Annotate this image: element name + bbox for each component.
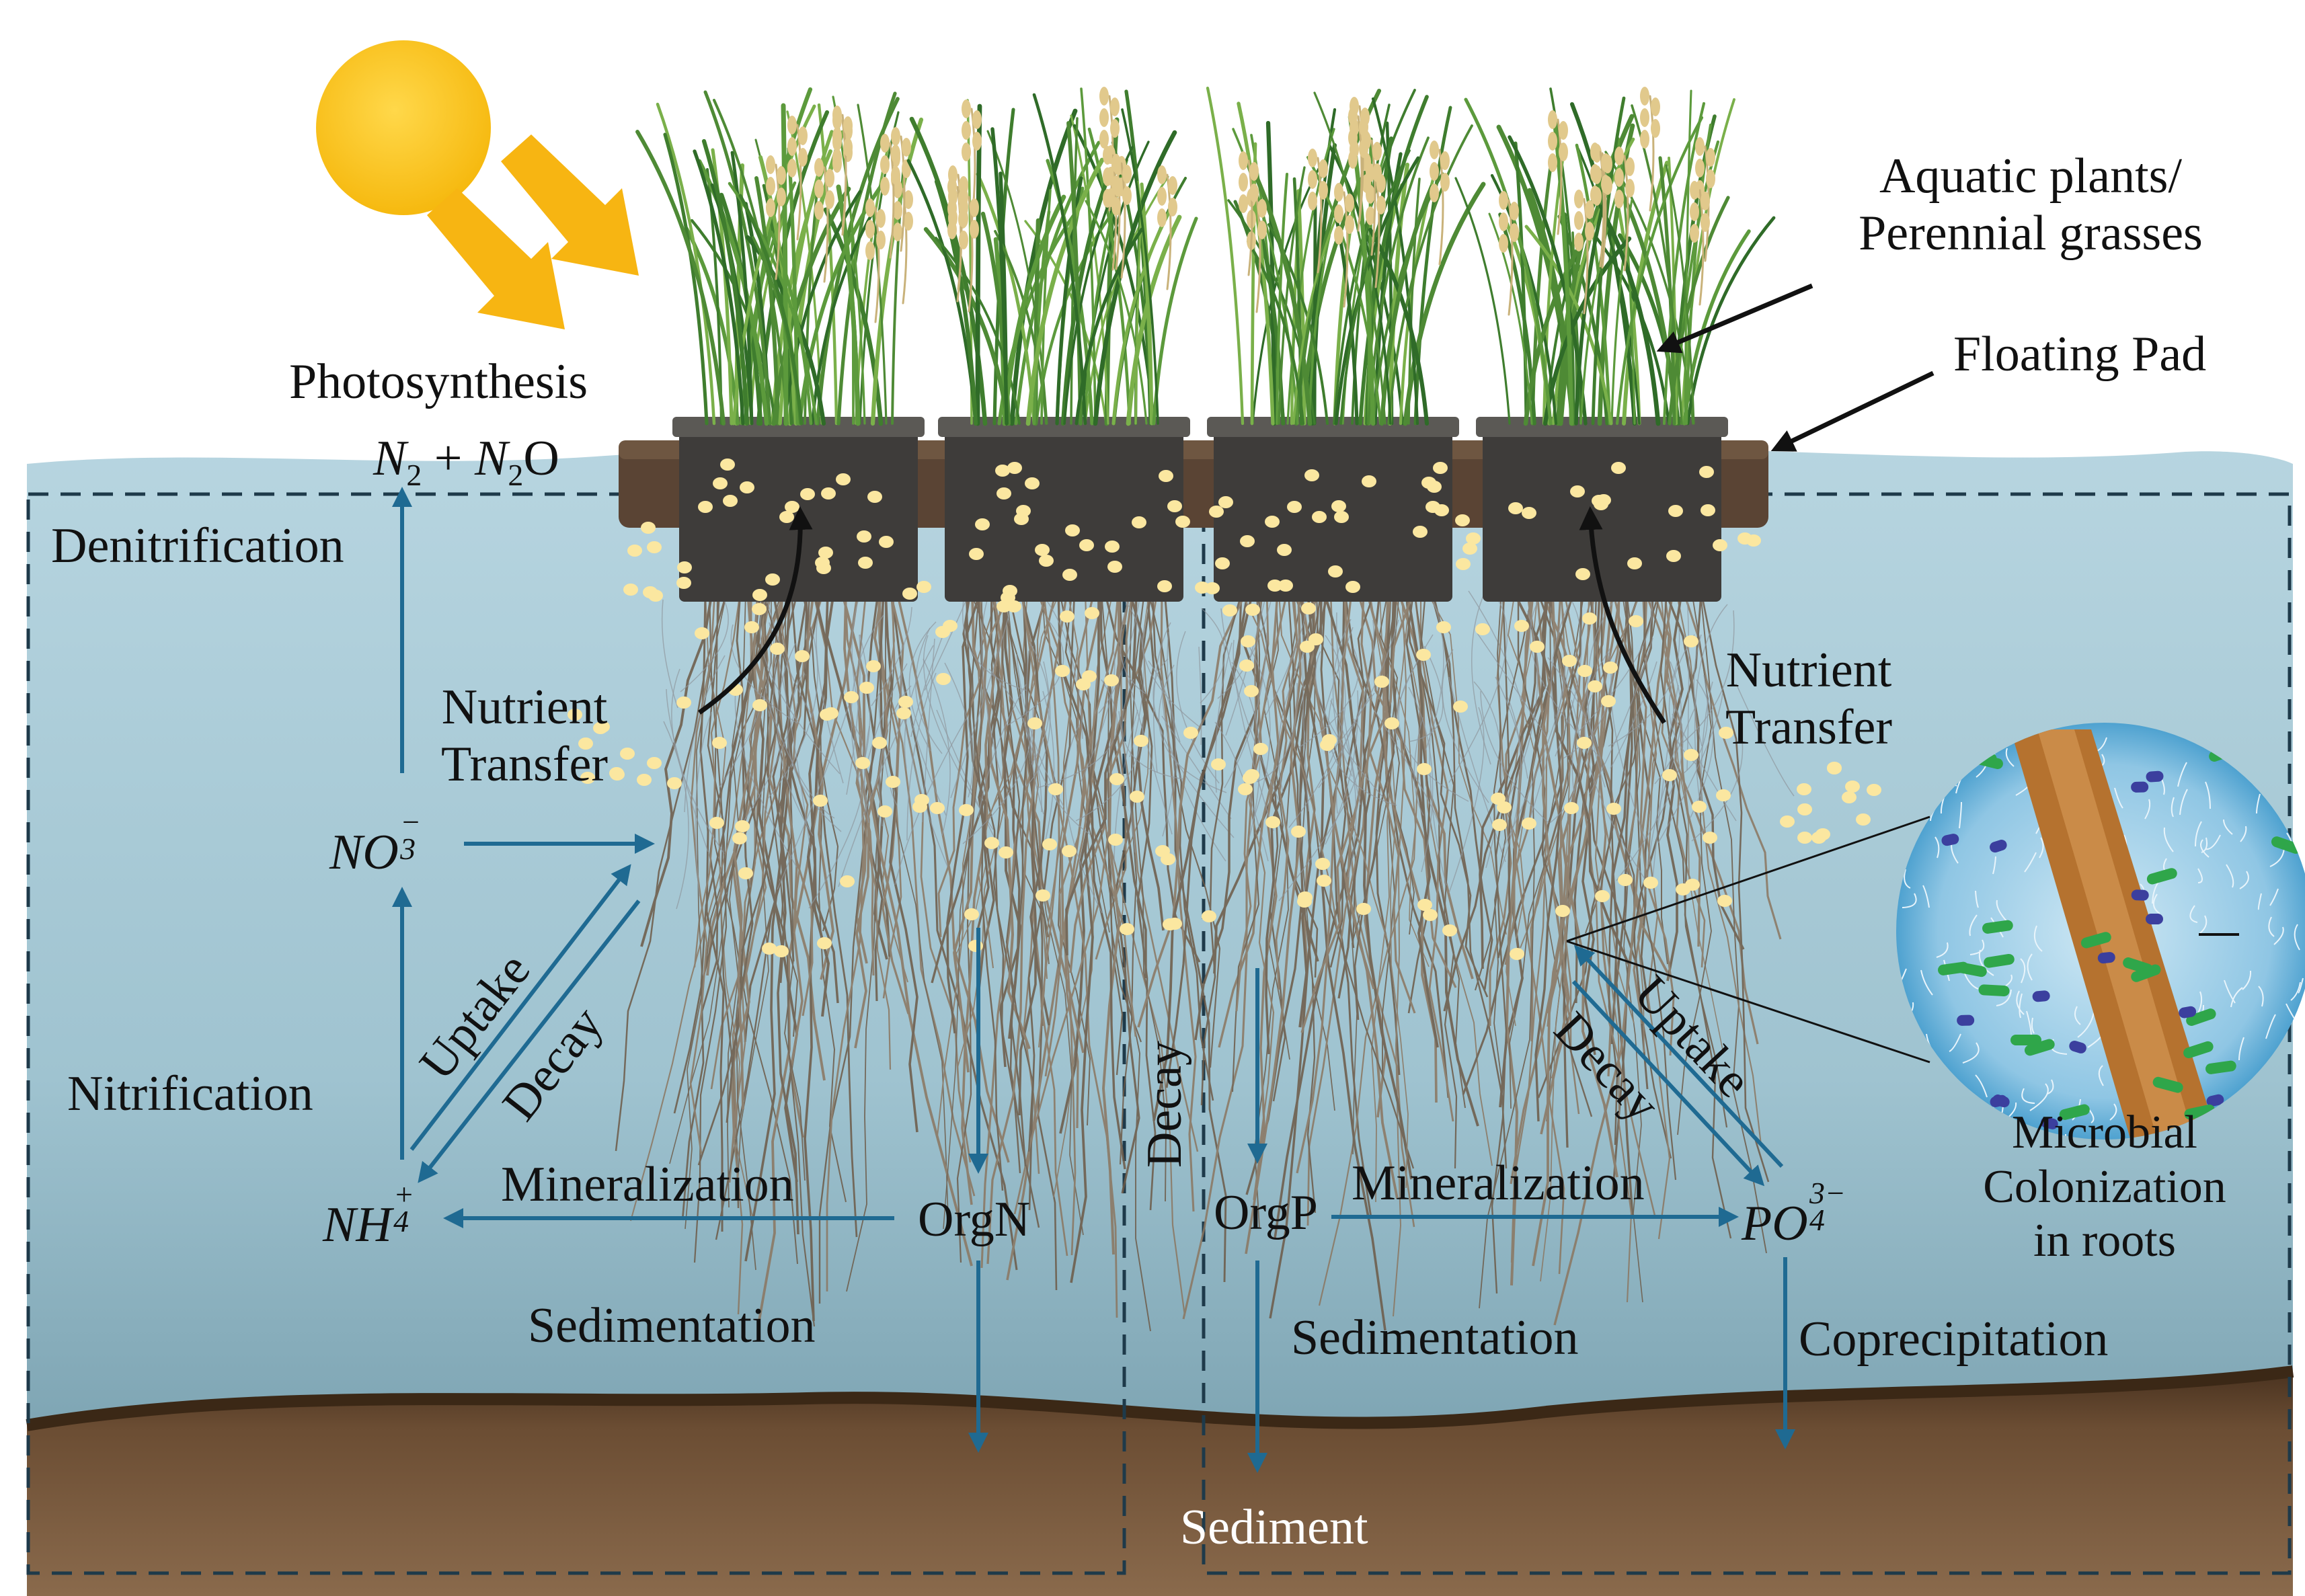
nitrate-label: NO−3: [329, 805, 422, 880]
arrow-decay-left: [418, 900, 641, 1183]
nutrient-particles: [568, 458, 1881, 960]
sedimentation-right-label: Sedimentation: [1291, 1310, 1579, 1365]
sunlight-arrows: [427, 134, 639, 329]
ammonium-label: NH+4: [323, 1177, 415, 1252]
arrow-uptake-left: [409, 864, 631, 1151]
decay-center-label: Decay: [1136, 1041, 1192, 1168]
arrow-uptake-right: [1573, 945, 1784, 1168]
nitrification-label: Nitrification: [67, 1066, 313, 1121]
sediment-label: Sediment: [1180, 1500, 1368, 1555]
arrow-decay-right: [1571, 980, 1765, 1187]
microbial-pointer-lines: [1566, 815, 1930, 1064]
aquatic-plants-label: Aquatic plants/Perennial grasses: [1859, 149, 2203, 262]
microbial-colonization-inset: [1896, 723, 2305, 1140]
denitrification-label: Denitrification: [51, 518, 344, 573]
coprecipitation-label: Coprecipitation: [1799, 1312, 2109, 1367]
mineralization-left-label: Mineralization: [501, 1157, 794, 1212]
phosphorus-cycle-box: [1202, 492, 2292, 1575]
cycle-arrows: [392, 487, 1795, 1473]
sediment-layer: [27, 1371, 2293, 1596]
floating-pad-label: Floating Pad: [1953, 327, 2207, 382]
photosynthesis-label: Photosynthesis: [289, 354, 588, 409]
mineralization-right-label: Mineralization: [1352, 1156, 1645, 1211]
pointer-arrows: [697, 283, 1935, 724]
orgn-label: OrgN: [918, 1192, 1031, 1247]
aquatic-grasses: [635, 86, 1776, 426]
orgp-label: OrgP: [1214, 1185, 1318, 1240]
sedimentation-left-label: Sedimentation: [528, 1298, 816, 1353]
nitrogen-cycle-box: [26, 492, 1126, 1575]
sun-icon: [316, 40, 491, 215]
n2-n2o-gas-label: N2 + N2O: [373, 431, 559, 493]
